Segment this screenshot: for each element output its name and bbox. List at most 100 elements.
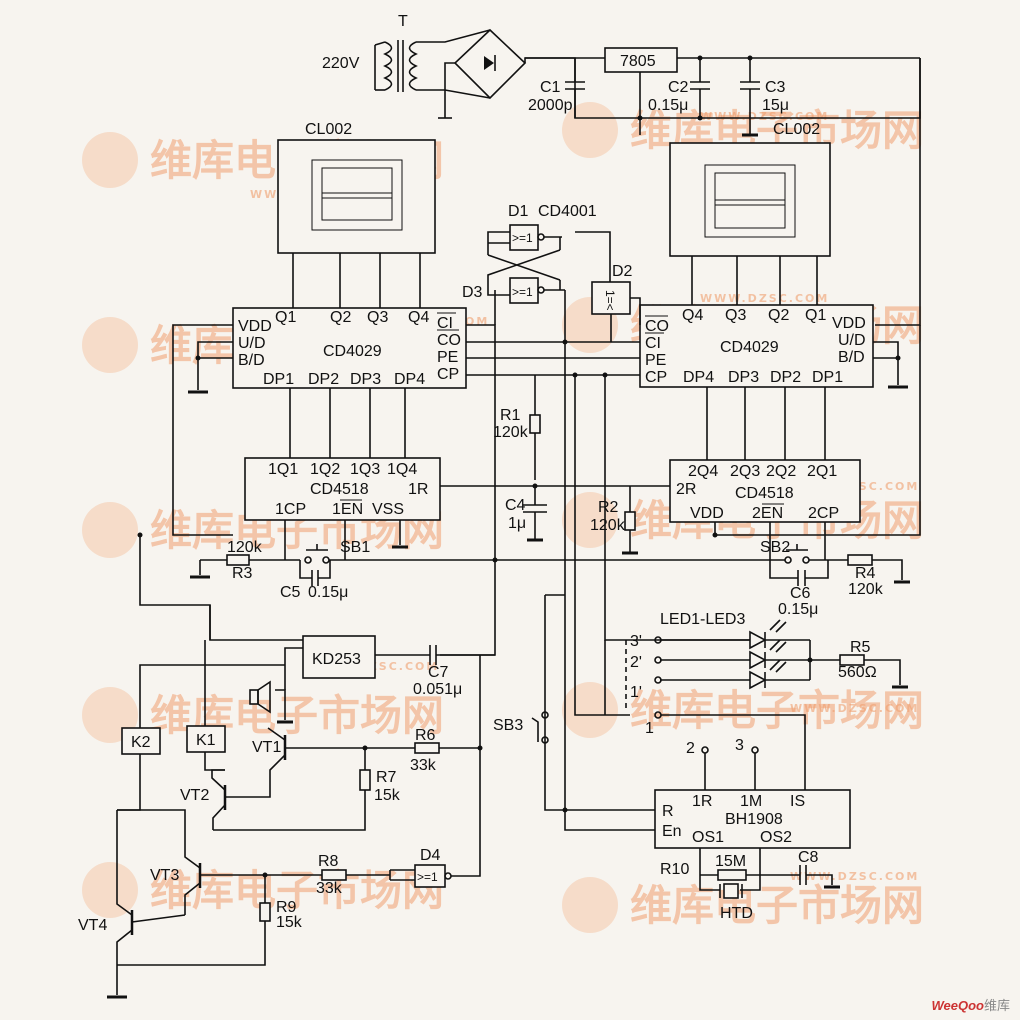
watermark-brand: 维库电子市场网 [630,686,924,735]
footer-logo: WeeQoo维库 [931,995,1010,1014]
r2-value: 120k [590,517,626,534]
htd-label: HTD [720,905,753,922]
r8-label: R8 [318,853,339,870]
watermark-url: WWW.DZSC.COM [790,702,919,715]
pin-label: CI [645,335,661,352]
pin-label: DP4 [394,371,425,388]
gate-d2-label: D2 [612,263,633,280]
pin-label: 2Q4 [688,463,718,480]
gate-d2: D2 1=< [591,263,641,342]
pin-label: Q4 [408,309,429,326]
r3-value: 120k [227,539,263,556]
c1-label: C1 [540,79,561,96]
k1-label: K1 [196,732,216,749]
c2-value: 0.15μ [648,97,688,114]
footer-brand: WeeQoo [931,998,984,1013]
ic-name: CD4518 [735,485,794,502]
display-left: CL002 [277,121,436,308]
pin-label: 2Q3 [730,463,760,480]
kd253-module: KD253 [302,635,376,679]
led-n3: 3 [735,737,744,754]
r4-label: R4 [855,565,876,582]
pin-label: B/D [238,352,265,369]
relay-k2 [121,727,161,755]
pin-label: VDD [238,318,272,335]
pin-label: 1R [408,481,428,498]
ic-bh1908: 1R 1M IS R BH1908 En OS1 OS2 [654,789,851,849]
r6-label: R6 [415,727,436,744]
r9-value: 15k [276,914,303,931]
pin-label: DP3 [350,371,381,388]
gate-d1: D1 CD4001 >=1 [487,203,597,255]
r7-value: 15k [374,787,401,804]
watermark-brand: 维库电子市场网 [630,881,924,930]
watermark-brand: 维库电子市场网 [150,866,444,915]
pin-label: 1Q3 [350,461,380,478]
pin-label: 1EN [332,501,363,518]
pin-label: En [662,823,682,840]
c7-value: 0.051μ [413,681,462,698]
watermark-url: WWW.DZSC.COM [700,110,829,123]
pin-label: PE [645,352,666,369]
c6-label: C6 [790,585,811,602]
regulator-7805 [604,47,678,73]
r3-label: R3 [232,565,253,582]
r10-label: R10 [660,861,689,878]
led-p1: 1' [630,684,642,701]
gate-symbol: >=1 [512,231,533,245]
r10-value: 15M [715,853,746,870]
r1-label: R1 [500,407,521,424]
led-p2: 2' [630,654,642,671]
c6-value: 0.15μ [778,601,818,618]
pin-label: Q3 [367,309,388,326]
pin-label: U/D [238,335,266,352]
gate-d3-label: D3 [462,284,483,301]
pin-label: OS1 [692,829,724,846]
pin-label: DP2 [308,371,339,388]
pin-label: B/D [838,349,865,366]
ic-name: BH1908 [725,811,783,828]
gate-symbol: 1=< [603,290,617,311]
pin-label: 1R [692,793,712,810]
vt1-label: VT1 [252,739,281,756]
c4-value: 1μ [508,515,526,532]
c1-value: 2000p [528,97,573,114]
r1-value: 120k [493,424,529,441]
vt4-label: VT4 [78,917,107,934]
pin-label: 1CP [275,501,306,518]
gate-symbol: >=1 [417,870,438,884]
pin-label: 2Q2 [766,463,796,480]
ic-name: CD4029 [323,343,382,360]
pin-label: VDD [832,315,866,332]
watermark-url: WWW.DZSC.COM [790,870,919,883]
display-right: CL002 [669,121,831,308]
led-array: LED1-LED3 R5 560Ω 3' 2' 1' 1 2 3 [604,600,908,790]
pin-label: VDD [690,505,724,522]
pin-label: VSS [372,501,404,518]
ic-cd4029-left: CD4029 Q1 Q2 Q3 Q4 VDD U/D B/D CI CO PE … [232,307,467,389]
r8-value: 33k [316,880,343,897]
gate-d4-label: D4 [420,847,441,864]
pin-label: DP1 [812,369,843,386]
transformer-label: T [398,13,408,30]
r2-label: R2 [598,499,619,516]
sb1-label: SB1 [340,539,370,556]
pin-label: 1Q2 [310,461,340,478]
c5-value: 0.15μ [308,584,348,601]
c5-label: C5 [280,584,301,601]
pin-label: IS [790,793,805,810]
ic-name: CD4518 [310,481,369,498]
led-p3: 3' [630,633,642,650]
r4-value: 120k [848,581,884,598]
c3-label: C3 [765,79,786,96]
pin-label: Q3 [725,307,746,324]
gate-d1-label: D1 [508,203,529,220]
r6-value: 33k [410,757,437,774]
ic-cd4518-right: 2Q4 2Q3 2Q2 2Q1 2R CD4518 VDD 2EN 2CP [669,459,861,523]
sb3-label: SB3 [493,717,523,734]
pin-label: PE [437,349,458,366]
pin-label: 1M [740,793,762,810]
ic-cd4518-left: 1Q1 1Q2 1Q3 1Q4 CD4518 1R 1CP 1EN VSS [244,457,441,521]
pin-label: 2R [676,481,696,498]
